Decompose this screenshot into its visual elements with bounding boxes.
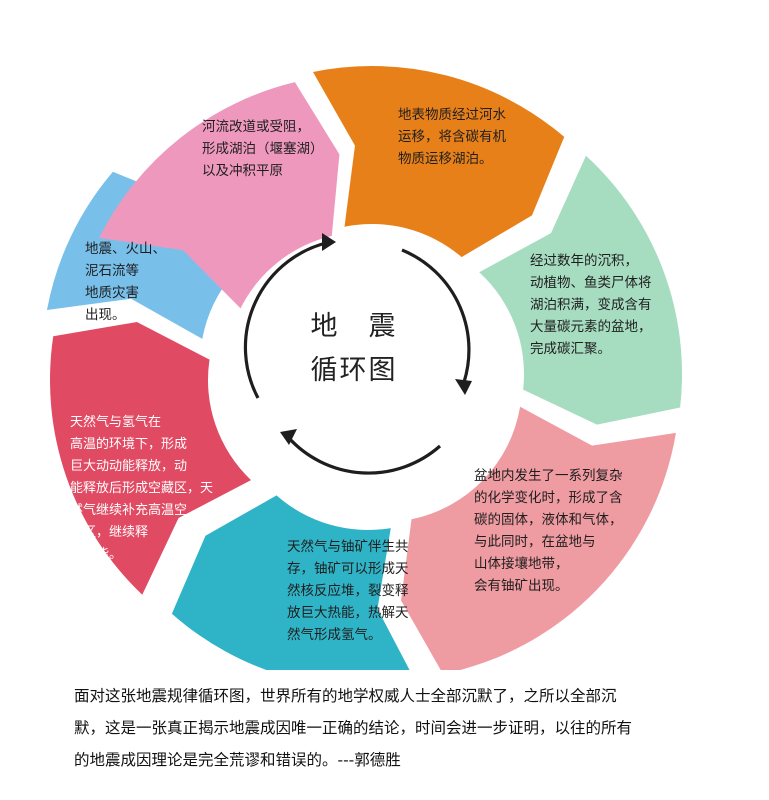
segment-text-line: 然气形成氢气。	[287, 627, 382, 643]
segment-text-teal: 天然气与铀矿伴生共存，铀矿可以形成天然核反应堆，裂变释放巨大热能，热解天然气形成…	[287, 536, 409, 646]
segment-text-line: 山体接壤地带，	[474, 556, 569, 572]
segment-text-line: 巨大动动能释放，动	[70, 459, 188, 474]
segment-text-line: 放动能。	[70, 547, 123, 562]
segment-text-line: 出现。	[85, 307, 126, 323]
center-title: 地 震循环图	[284, 305, 424, 393]
center-title-line: 循环图	[310, 355, 398, 386]
segment-text-line: 物质运移湖泊。	[398, 151, 493, 167]
segment-text-orange: 地表物质经过河水运移，将含碳有机物质运移湖泊。	[398, 104, 506, 170]
segment-text-line: 能释放后形成空藏区，天	[70, 481, 214, 496]
segment-text-line: 经过数年的沉积，	[530, 253, 638, 269]
cycle-arrow-lower	[286, 435, 442, 475]
segment-text-sky: 地震、火山、泥石流等地质灾害出现。	[85, 238, 166, 326]
cycle-segment-orange	[312, 66, 565, 258]
caption-line: 的地震成因理论是完全荒谬和错误的。---郭德胜	[74, 751, 401, 769]
segment-text-line: 存，铀矿可以形成天	[287, 561, 409, 577]
segment-text-line: 湖泊积满，变成含有	[530, 297, 652, 313]
segment-text-line: 然气继续补充高温空	[70, 503, 188, 518]
cycle-arrow-right	[401, 248, 471, 389]
cycle-arrowhead-right	[455, 379, 472, 395]
caption-line: 面对这张地震规律循环图，世界所有的地学权威人士全部沉默了，之所以全部沉	[74, 687, 617, 705]
segment-text-line: 以及冲积平原	[202, 163, 283, 179]
cycle-segment-teal	[171, 495, 410, 670]
segment-text-line: 藏区，继续释	[70, 525, 149, 540]
earthquake-cycle-diagram	[46, 66, 682, 670]
segment-text-line: 地震、火山、	[85, 241, 166, 257]
segment-text-line: 然核反应堆，裂变释	[287, 583, 409, 599]
caption-paragraph: 面对这张地震规律循环图，世界所有的地学权威人士全部沉默了，之所以全部沉默，这是一…	[74, 680, 714, 776]
segment-text-line: 碳的固体，液体和气体，	[474, 512, 623, 528]
segment-text-line: 形成湖泊（堰塞湖）	[202, 141, 324, 157]
segment-text-line: 动植物、鱼类尸体将	[530, 275, 652, 291]
segment-text-line: 地表物质经过河水	[398, 107, 506, 123]
segment-text-pink: 河流改道或受阻， 形成湖泊（堰塞湖） 以及冲积平原	[202, 116, 324, 182]
segment-text-line: 泥石流等	[85, 263, 139, 279]
cycle-arrow-upper	[243, 240, 331, 399]
cycle-arrowhead-upper	[322, 233, 336, 251]
segment-text-line: 会有铀矿出现。	[474, 578, 569, 594]
cycle-segment-mint	[479, 155, 682, 425]
segment-text-line: 放巨大热能，热解天	[287, 605, 409, 621]
segment-text-line: 盆地内发生了一系列复杂	[474, 468, 623, 484]
segment-text-line: 完成碳汇聚。	[530, 341, 611, 357]
segment-text-line: 的化学变化时，形成了含	[474, 490, 623, 506]
cycle-segment-crimson	[50, 322, 252, 595]
center-title-line: 地 震	[310, 311, 398, 342]
segment-text-line: 河流改道或受阻，	[202, 119, 310, 135]
segment-text-line: 地质灾害	[85, 285, 139, 301]
segment-text-line: 高温的环境下，形成	[70, 437, 188, 452]
segment-text-line: 天然气与氢气在	[70, 415, 162, 430]
cycle-segment-salmon	[401, 406, 676, 670]
segment-text-salmon: 盆地内发生了一系列复杂的化学变化时，形成了含碳的固体，液体和气体， 与此同时，在盆…	[474, 465, 623, 597]
segment-text-crimson: 天然气与氢气在高温的环境下，形成巨大动动能释放，动能释放后形成空藏区，天然气继续…	[70, 412, 213, 566]
cycle-arrowhead-lower	[280, 429, 297, 445]
segment-text-line: 与此同时，在盆地与	[474, 534, 596, 550]
segment-text-line: 天然气与铀矿伴生共	[287, 539, 409, 555]
segment-text-mint: 经过数年的沉积， 动植物、鱼类尸体将湖泊积满，变成含有大量碳元素的盆地， 完成碳汇聚…	[530, 250, 652, 360]
cycle-segment-pink	[99, 82, 340, 309]
segment-text-line: 大量碳元素的盆地，	[530, 319, 652, 335]
caption-line: 默，这是一张真正揭示地震成因唯一正确的结论，时间会进一步证明，以往的所有	[74, 719, 633, 737]
segment-text-line: 运移，将含碳有机	[398, 129, 506, 145]
